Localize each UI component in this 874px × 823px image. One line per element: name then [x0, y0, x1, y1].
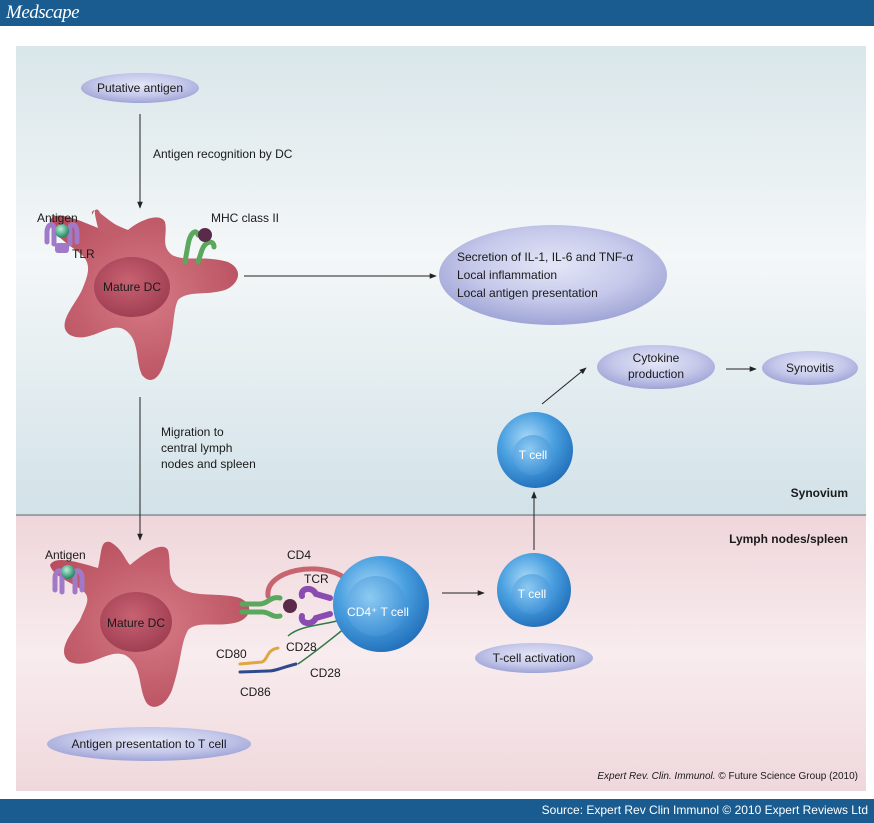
antigen-top-label: Antigen: [37, 211, 78, 225]
t-cell-activation-label: T-cell activation: [493, 651, 576, 665]
antigen-bottom-label: Antigen: [45, 548, 86, 562]
cd4-molecule: [265, 566, 348, 599]
credit-journal: Expert Rev. Clin. Immunol.: [597, 771, 715, 782]
synovium-label: Synovium: [791, 486, 848, 500]
tcr-label: TCR: [304, 572, 329, 586]
antigen-presentation-label: Antigen presentation to T cell: [72, 737, 227, 751]
brand-logo[interactable]: Medscape: [6, 2, 80, 23]
t-cell-activation-node: [475, 643, 593, 673]
antigen-recognition-label: Antigen recognition by DC: [153, 147, 293, 161]
header-bar: Medscape: [0, 0, 874, 26]
t-cell-top-label: T cell: [519, 448, 547, 462]
secretion-node: [439, 225, 667, 325]
credit-text: Expert Rev. Clin. Immunol. © Future Scie…: [597, 771, 858, 782]
cd28-label-a: CD28: [286, 640, 317, 654]
mature-dc-bottom-nucleus: [100, 592, 172, 652]
antigen-receptor-bottom-icon: [52, 565, 85, 595]
synovitis-node: [762, 351, 858, 385]
cytokine-line-2: production: [628, 367, 684, 381]
migration-line-2: central lymph: [161, 441, 232, 455]
footer-bar: Source: Expert Rev Clin Immunol © 2010 E…: [0, 799, 874, 823]
secretion-line-1: Secretion of IL-1, IL-6 and TNF-α: [457, 250, 633, 264]
cd4-t-cell-label: CD4⁺ T cell: [347, 605, 409, 619]
cytokine-line-1: Cytokine: [633, 351, 680, 365]
mature-dc-top-nucleus: [94, 257, 170, 317]
mature-dc-bottom-label: Mature DC: [107, 616, 165, 630]
cytokine-node: [597, 345, 715, 389]
mature-dc-top-label: Mature DC: [103, 280, 161, 294]
secretion-line-3: Local antigen presentation: [457, 286, 598, 300]
cd4-t-cell-nucleus: [346, 576, 406, 636]
source-credit: Source: Expert Rev Clin Immunol © 2010 E…: [541, 803, 868, 817]
cd86-label: CD86: [240, 685, 271, 699]
mhc-class-ii-icon: [182, 228, 217, 265]
tlr-receptor-icon: [44, 222, 80, 253]
tlr-label: TLR: [72, 247, 95, 261]
arrow-tcell-to-cytokine: [541, 367, 587, 405]
cd80-label: CD80: [216, 647, 247, 661]
mature-dc-top-arms: [94, 210, 128, 238]
cd28-label-b: CD28: [310, 666, 341, 680]
secretion-line-2: Local inflammation: [457, 268, 557, 282]
putative-antigen-node: [81, 73, 199, 103]
migration-line-3: nodes and spleen: [161, 457, 256, 471]
cd28-line-a: [287, 619, 341, 637]
mhc-label: MHC class II: [211, 211, 279, 225]
t-cell-bottom-label: T cell: [518, 587, 546, 601]
putative-antigen-label: Putative antigen: [97, 81, 183, 95]
cd80-molecule: [238, 646, 280, 666]
cd4-label: CD4: [287, 548, 311, 562]
migration-line-1: Migration to: [161, 425, 224, 439]
t-cell-bottom-nucleus: [512, 574, 552, 614]
mhc-tcr-synapse-icon: [239, 586, 333, 626]
t-cell-top-nucleus: [513, 435, 553, 475]
lymph-label: Lymph nodes/spleen: [729, 532, 848, 546]
synovitis-label: Synovitis: [786, 361, 834, 375]
antigen-presentation-node: [47, 727, 251, 761]
cd86-molecule: [238, 662, 298, 674]
credit-rest: © Future Science Group (2010): [716, 771, 858, 782]
